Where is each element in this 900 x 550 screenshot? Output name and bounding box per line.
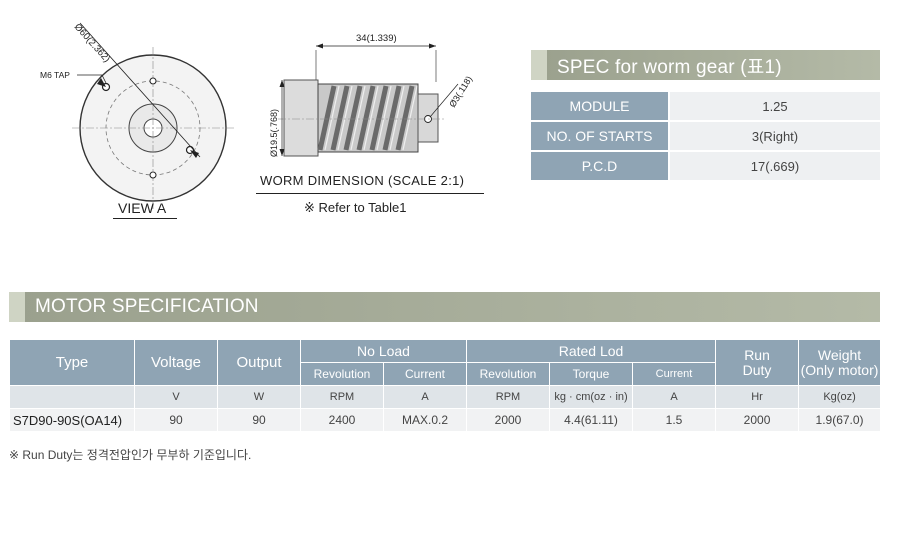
col-header-nl-current: Current bbox=[383, 362, 467, 386]
spec-section-title: SPEC for worm gear (표1) bbox=[557, 56, 782, 78]
spec-label: P.C.D bbox=[531, 151, 669, 182]
unit-output: W bbox=[217, 385, 301, 409]
motor-spec-table: Type Voltage Output No Load Rated Lod Ru… bbox=[9, 339, 882, 432]
motor-section-header: MOTOR SPECIFICATION bbox=[9, 292, 880, 322]
view-a-caption-underline bbox=[113, 218, 177, 219]
cell-torque: 4.4(61.11) bbox=[549, 408, 633, 432]
cell-run-duty: 2000 bbox=[715, 408, 800, 432]
cell-nl-revolution: 2400 bbox=[300, 408, 384, 432]
worm-left-shaft bbox=[283, 79, 319, 157]
view-a-drawing: Ø60(2.362) M6 TAP bbox=[40, 22, 234, 209]
cell-type: S7D90-90S(OA14) bbox=[9, 408, 135, 432]
spec-label: MODULE bbox=[531, 92, 669, 122]
table-row: MODULE 1.25 bbox=[531, 92, 880, 122]
cell-rl-revolution: 2000 bbox=[466, 408, 550, 432]
header-row-top: Type Voltage Output No Load Rated Lod Ru… bbox=[9, 339, 882, 386]
view-a-diameter-label: Ø60(2.362) bbox=[72, 22, 112, 65]
table-row: S7D90-90S(OA14) 90 90 2400 MAX.0.2 2000 … bbox=[9, 408, 882, 432]
col-header-no-load: No Load bbox=[300, 339, 467, 363]
header-row-sub: Revolution Current Revolution Torque Cur… bbox=[10, 362, 881, 386]
table-row: P.C.D 17(.669) bbox=[531, 151, 880, 182]
unit-torque: kg · cm(oz · in) bbox=[549, 385, 633, 409]
col-header-rl-revolution: Revolution bbox=[466, 362, 550, 386]
worm-outer-diameter-label: Ø19.5(.768) bbox=[269, 109, 279, 157]
spec-section-header: SPEC for worm gear (표1) bbox=[531, 50, 880, 80]
unit-run-duty: Hr bbox=[715, 385, 800, 409]
cell-nl-current: MAX.0.2 bbox=[383, 408, 467, 432]
worm-gear-spec-table: MODULE 1.25 NO. OF STARTS 3(Right) P.C.D… bbox=[531, 92, 880, 182]
tap-hole-bottom bbox=[149, 171, 157, 179]
col-header-rated-load: Rated Lod bbox=[465, 339, 717, 363]
spec-label: NO. OF STARTS bbox=[531, 121, 669, 152]
worm-caption-underline bbox=[256, 193, 484, 194]
col-header-output: Output bbox=[217, 339, 301, 386]
spec-value: 1.25 bbox=[668, 92, 880, 122]
table-row: NO. OF STARTS 3(Right) bbox=[531, 121, 880, 152]
cell-output: 90 bbox=[217, 408, 301, 432]
unit-nl-current: A bbox=[383, 385, 467, 409]
spec-header-accent bbox=[531, 50, 547, 80]
cell-weight: 1.9(67.0) bbox=[798, 408, 882, 432]
run-duty-note: ※ Run Duty는 정격전압인가 무부하 기준입니다. bbox=[9, 448, 252, 462]
spec-value: 3(Right) bbox=[668, 121, 880, 152]
cell-voltage: 90 bbox=[134, 408, 218, 432]
col-header-run-duty: Run Duty bbox=[715, 339, 800, 386]
col-header-torque: Torque bbox=[549, 362, 633, 386]
worm-drawing: 34(1.339) Ø19.5(.768) Ø3(.118) bbox=[269, 33, 474, 157]
tap-hole-top bbox=[149, 77, 157, 85]
unit-weight: Kg(oz) bbox=[798, 385, 882, 409]
unit-rl-current: A bbox=[631, 385, 717, 409]
motor-header-accent bbox=[9, 292, 25, 322]
col-header-type: Type bbox=[9, 339, 135, 386]
col-header-nl-revolution: Revolution bbox=[300, 362, 384, 386]
unit-type bbox=[9, 385, 135, 409]
unit-row: V W RPM A RPM kg · cm(oz · in) A Hr Kg(o… bbox=[9, 385, 882, 409]
worm-note: ※ Refer to Table1 bbox=[304, 200, 407, 215]
col-header-voltage: Voltage bbox=[134, 339, 218, 386]
col-header-rl-current: Current bbox=[631, 362, 717, 386]
unit-voltage: V bbox=[134, 385, 218, 409]
spec-value: 17(.669) bbox=[668, 151, 880, 182]
worm-threads bbox=[317, 85, 415, 151]
view-a-caption: VIEW A bbox=[118, 200, 167, 216]
cell-rl-current: 1.5 bbox=[631, 408, 717, 432]
worm-caption: WORM DIMENSION (SCALE 2:1) bbox=[260, 173, 465, 188]
unit-rl-revolution: RPM bbox=[466, 385, 550, 409]
unit-nl-revolution: RPM bbox=[300, 385, 384, 409]
tap-label: M6 TAP bbox=[40, 70, 70, 80]
worm-length-label: 34(1.339) bbox=[356, 33, 397, 44]
motor-section-title: MOTOR SPECIFICATION bbox=[35, 296, 259, 317]
col-header-weight: Weight (Only motor) bbox=[798, 339, 882, 386]
